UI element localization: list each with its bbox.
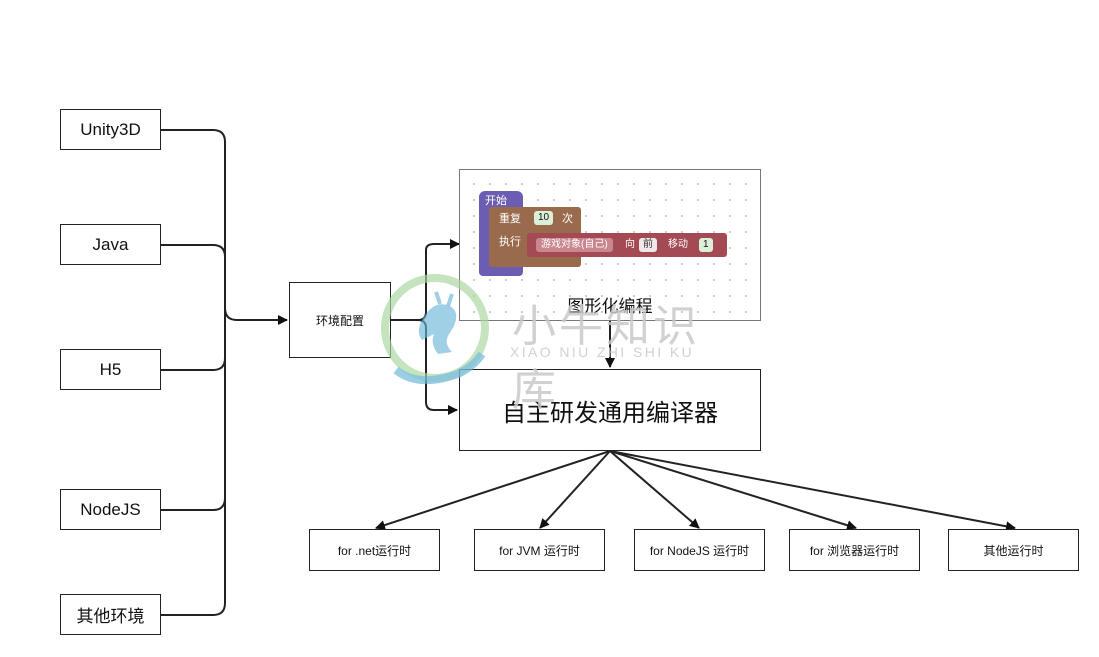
visual-programming-label: 图形化编程 <box>567 297 653 316</box>
target-label: for .net运行时 <box>337 543 412 558</box>
target-browser: for 浏览器运行时 <box>789 529 920 571</box>
repeat-count: 10 <box>534 211 554 225</box>
direction-word: 向 <box>625 239 635 250</box>
source-h5: H5 <box>60 349 161 390</box>
direction-dropdown: 前 <box>639 238 657 252</box>
target-label: for NodeJS 运行时 <box>649 543 750 558</box>
target-other: 其他运行时 <box>948 529 1079 571</box>
target-label: 其他运行时 <box>983 543 1044 558</box>
connector-h5 <box>161 320 226 371</box>
object-field: 游戏对象(自己) <box>536 238 613 252</box>
target-label: for 浏览器运行时 <box>809 543 900 558</box>
watermark-subtitle: XIAO NIU ZHI SHI KU <box>510 344 695 360</box>
env-config-label: 环境配置 <box>315 313 364 328</box>
compiler-label: 自主研发通用编译器 <box>502 399 718 427</box>
connector-to-browser <box>609 450 857 531</box>
connector-java <box>161 244 226 320</box>
source-unity3d: Unity3D <box>60 109 161 150</box>
connector-nodejs <box>161 320 226 511</box>
env-config-box: 环境配置 <box>289 282 391 358</box>
source-label: H5 <box>99 359 122 379</box>
connector-unity3d <box>161 129 288 325</box>
visual-programming-panel: 开始 重复 10 次 执行 游戏对象(自己) 向 前 移动 1 图形化编程 <box>459 169 761 321</box>
target-nodejs: for NodeJS 运行时 <box>634 529 765 571</box>
move-amount: 1 <box>699 238 713 252</box>
block-exec-label: 执行 <box>499 236 521 248</box>
target-label: for JVM 运行时 <box>499 543 580 558</box>
source-java: Java <box>60 224 161 265</box>
watermark-title: 小牛知识库 <box>512 301 700 416</box>
connector-to-nodejs <box>609 450 700 529</box>
source-nodejs: NodeJS <box>60 489 161 530</box>
compiler-box: 自主研发通用编译器 <box>459 369 761 451</box>
target-dotnet: for .net运行时 <box>309 529 440 571</box>
source-label: NodeJS <box>80 499 141 519</box>
source-label: 其他环境 <box>76 607 145 626</box>
source-label: Unity3D <box>80 119 141 139</box>
block-move: 游戏对象(自己) 向 前 移动 1 <box>527 233 727 257</box>
watermark: 小牛知识库 XIAO NIU ZHI SHI KU <box>378 270 718 416</box>
block-start-label: 开始 <box>485 195 507 207</box>
repeat-times-label: 次 <box>562 213 573 225</box>
connector-to-dotnet <box>375 450 611 530</box>
block-repeat-label: 重复 <box>499 213 521 225</box>
move-word: 移动 <box>668 239 688 250</box>
connector-to-jvm <box>539 450 611 529</box>
source-label: Java <box>92 234 129 254</box>
connector-other-env <box>161 320 226 616</box>
source-other-env: 其他环境 <box>60 594 161 635</box>
target-jvm: for JVM 运行时 <box>474 529 605 571</box>
connector-to-other <box>609 450 1016 532</box>
watermark-logo-icon <box>381 274 489 385</box>
